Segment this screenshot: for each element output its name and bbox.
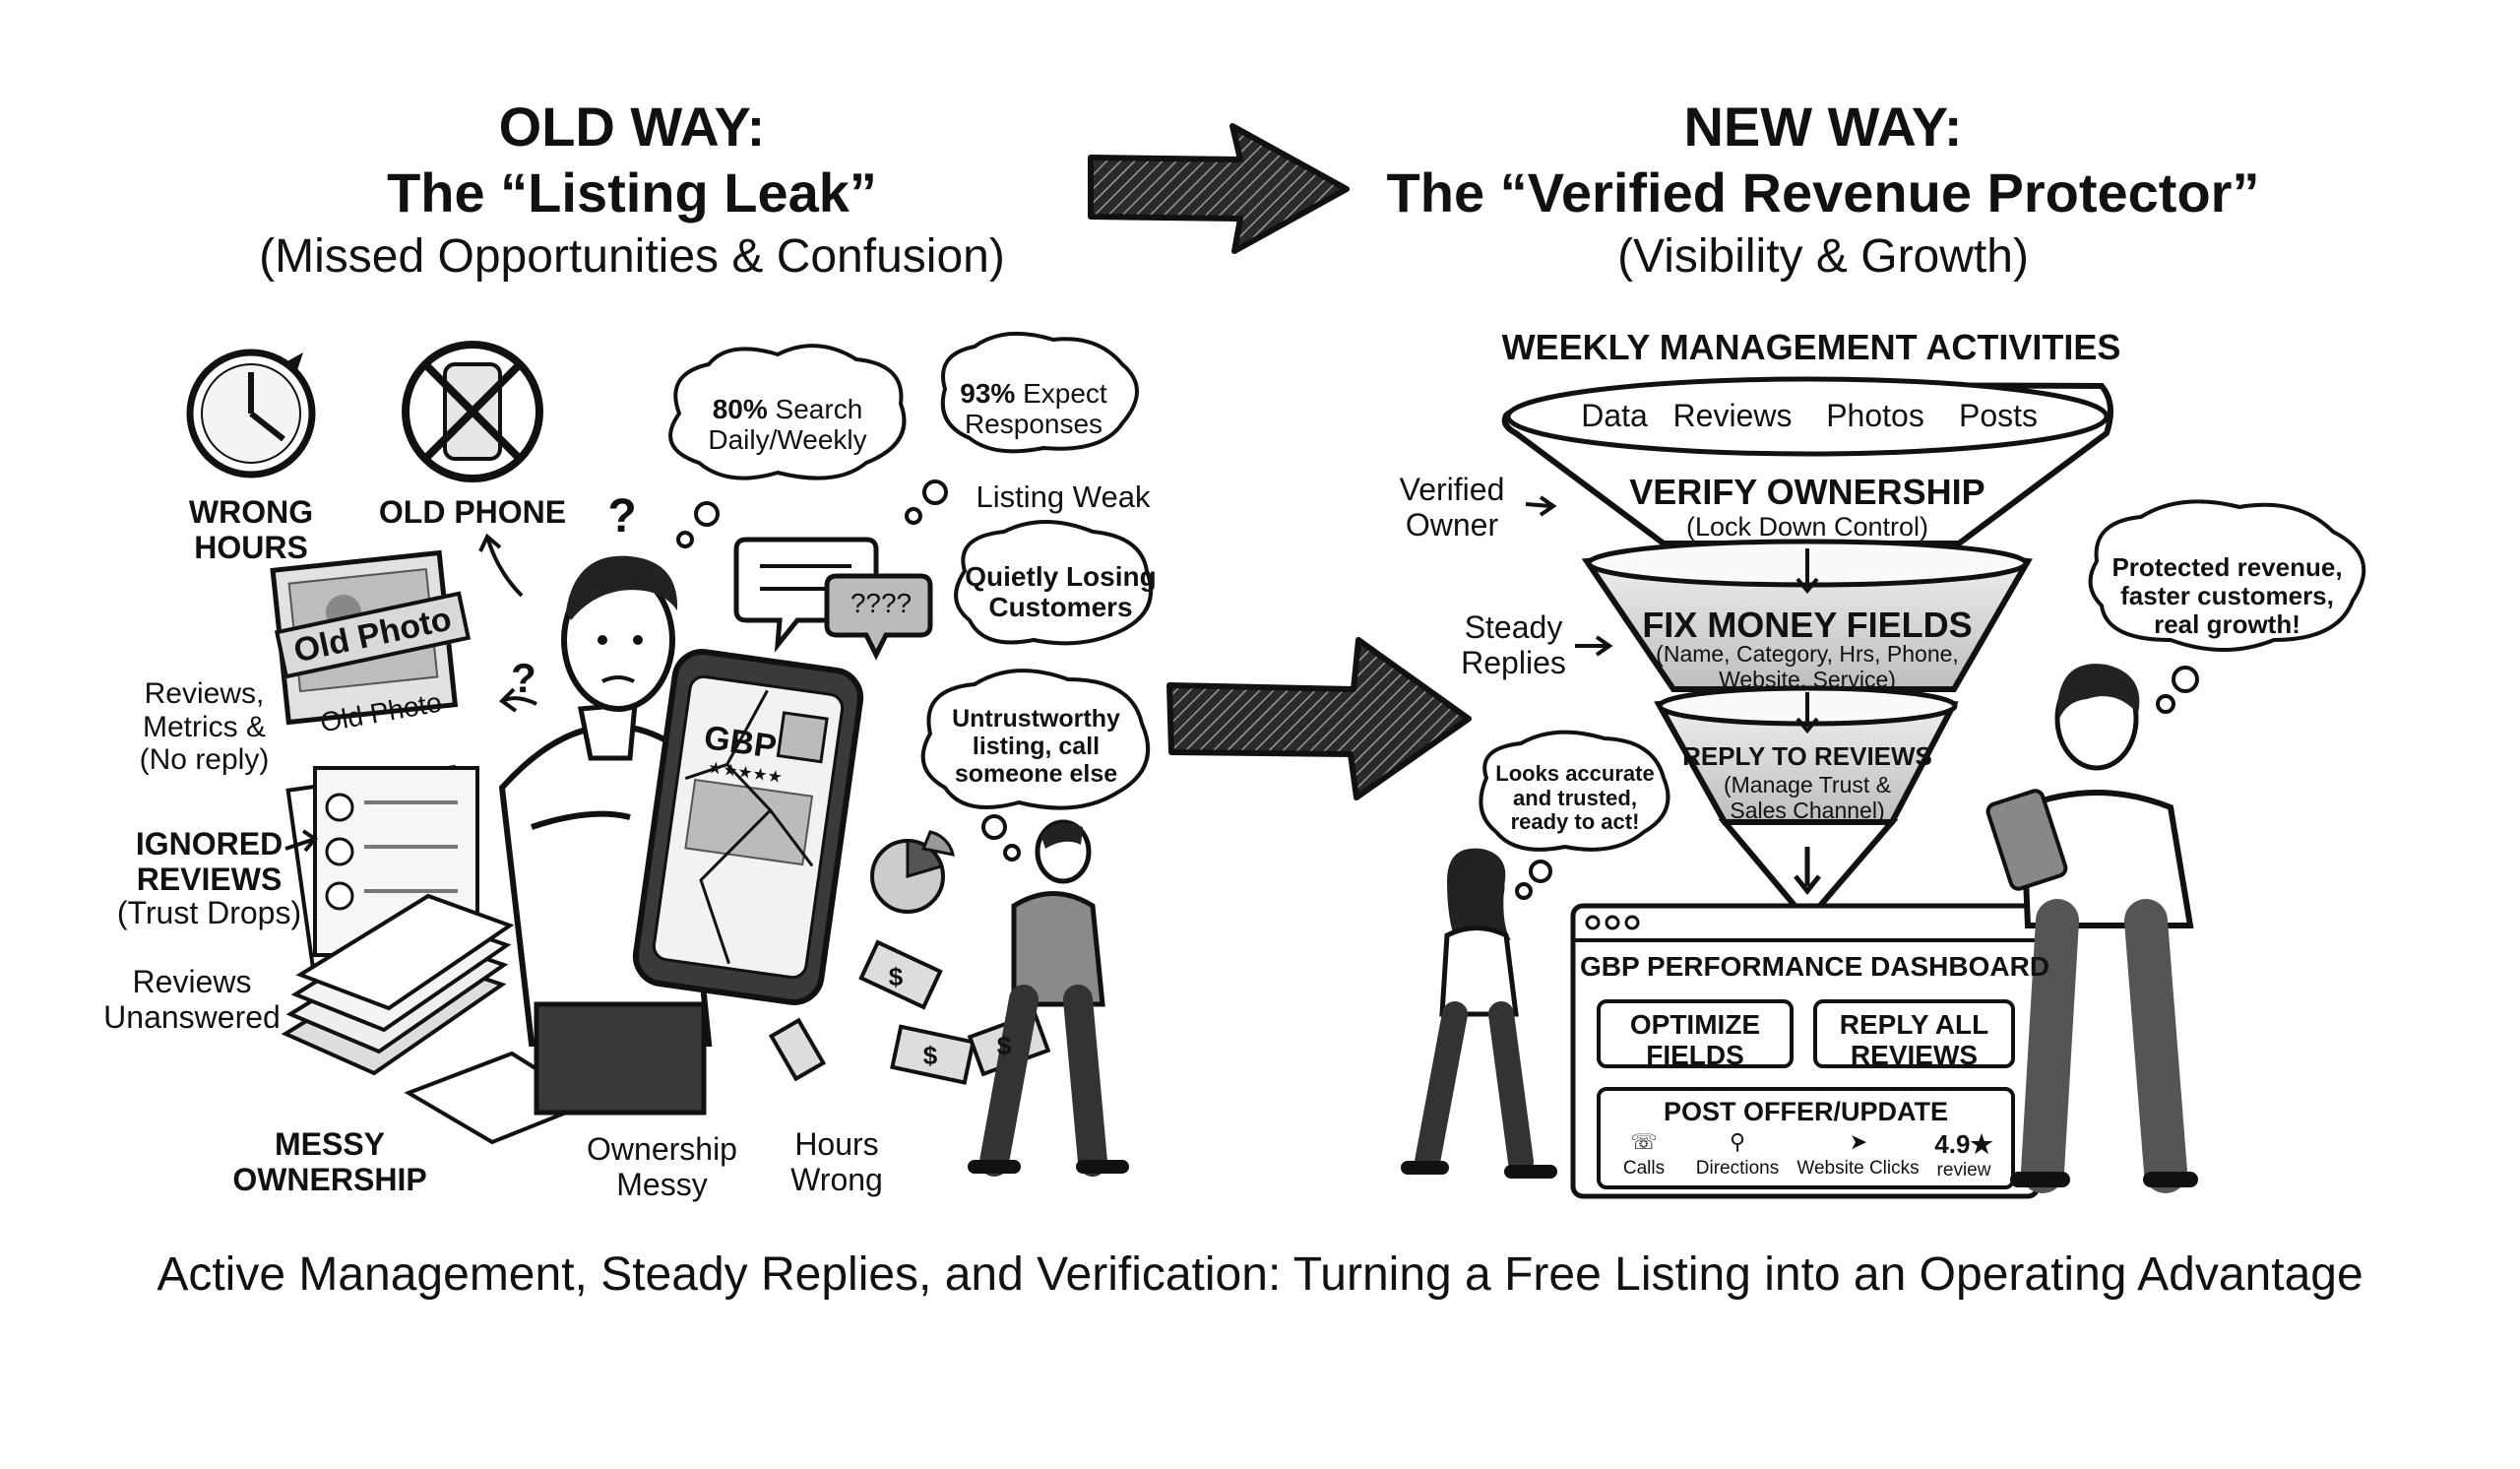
right-title-line2: The “Verified Revenue Protector”: [1386, 161, 2260, 224]
looks-accurate-bubble-text: Looks accurate and trusted, ready to act…: [1495, 761, 1655, 835]
dollar-sign-icon-2: $: [922, 1041, 938, 1070]
post-offer-button-label: POST OFFER/UPDATE: [1663, 1097, 1948, 1126]
stage1-subtitle: (Lock Down Control): [1685, 512, 1929, 542]
dollar-sign-icon: $: [888, 962, 904, 991]
right-title-line1: NEW WAY:: [1683, 96, 1963, 158]
leaving-customer-figure: [968, 819, 1129, 1177]
happy-customer-figure: [1401, 848, 1557, 1179]
old-phone-icon: [402, 341, 543, 482]
reply-all-reviews-button[interactable]: REPLY ALL REVIEWS: [1813, 999, 2015, 1070]
chat-question-text: ????: [850, 588, 913, 618]
dashboard-title: GBP PERFORMANCE DASHBOARD: [1580, 951, 2050, 982]
cursor-click-icon: ➤: [1849, 1129, 1868, 1154]
bubble-search-percent: 80%: [712, 394, 768, 424]
steady-replies-label: Steady Replies: [1461, 609, 1566, 680]
quietly-losing-bubble-text: Quietly Losing Customers: [965, 561, 1157, 623]
pie-chart-icon: [870, 830, 955, 914]
weekly-activities-heading: WEEKLY MANAGEMENT ACTIVITIES: [1501, 327, 2121, 367]
manager-with-tablet-figure: [1985, 664, 2198, 1193]
funnel-diagram: [1501, 376, 2113, 926]
metric-directions: Directions: [1695, 1158, 1780, 1179]
bubble-search-text: Search: [767, 394, 863, 424]
left-subtitle: (Missed Opportunities & Confusion): [259, 230, 1005, 283]
hours-wrong-label: Hours Wrong: [790, 1126, 883, 1197]
untrustworthy-bubble-text: Untrustworthy listing, call someone else: [952, 705, 1120, 788]
reviews-metrics-label: Reviews, Metrics & (No reply): [139, 677, 270, 777]
question-mark-icon-2: ?: [511, 655, 536, 701]
bubble-expect-text: Expect: [1015, 378, 1107, 409]
map-pin-icon: ⚲: [1729, 1129, 1746, 1154]
protected-revenue-bubble-text: Protected revenue, faster customers, rea…: [2111, 552, 2343, 640]
bubble-expect-percent: 93%: [960, 378, 1016, 409]
verified-owner-label: Verified Owner: [1399, 472, 1505, 543]
pointer-arrows-right: [1525, 495, 1613, 657]
ownership-messy-label: Ownership Messy: [587, 1131, 737, 1202]
metric-calls: Calls: [1622, 1158, 1666, 1179]
dollar-sign-icon-3: $: [996, 1031, 1012, 1060]
question-mark-icon: ?: [607, 490, 637, 543]
stage3-subtitle: (Manage Trust & Sales Channel): [1723, 772, 1892, 823]
thought-bubble-shapes-left: [668, 331, 1153, 862]
wrong-hours-label: WRONG HOURS: [188, 494, 314, 565]
phone-icon: ☏: [1630, 1129, 1658, 1154]
metric-website-clicks: Website Clicks: [1796, 1158, 1920, 1179]
arrow-right-icon: [1088, 123, 1350, 254]
ignored-reviews-cards: [285, 764, 482, 979]
messy-ownership-label: MESSY OWNERSHIP: [232, 1126, 427, 1197]
bubble-search-line2: Daily/Weekly: [708, 424, 867, 456]
arrow-right-icon: [1166, 637, 1472, 800]
smartphone-cracked: [632, 649, 864, 1005]
activity-data: Data: [1581, 398, 1648, 433]
stage2-title: FIX MONEY FIELDS: [1642, 605, 1973, 645]
rating-label: review: [1936, 1160, 1991, 1181]
listing-weak-label: Listing Weak: [976, 479, 1151, 514]
bubble-expect-line2: Responses: [964, 409, 1103, 440]
activity-posts: Posts: [1958, 398, 2039, 433]
footer-caption: Active Management, Steady Replies, and V…: [157, 1248, 2363, 1301]
old-phone-label: OLD PHONE: [378, 494, 567, 530]
trust-drops-label: (Trust Drops): [116, 895, 302, 930]
clock-icon: [186, 349, 316, 479]
post-offer-panel[interactable]: POST OFFER/UPDATE: [1597, 1087, 2015, 1189]
chat-bubble-icon: [733, 537, 933, 661]
ignored-reviews-label: IGNORED REVIEWS: [135, 826, 284, 897]
pointer-arrows-left: [284, 533, 537, 853]
right-subtitle: (Visibility & Growth): [1617, 230, 2029, 283]
rating-value: 4.9★: [1934, 1129, 1993, 1159]
activity-photos: Photos: [1826, 398, 1924, 433]
stage3-title: REPLY TO REVIEWS: [1682, 741, 1932, 771]
stage1-title: VERIFY OWNERSHIP: [1629, 472, 1985, 512]
stage2-subtitle: (Name, Category, Hrs, Phone, Website, Se…: [1656, 641, 1959, 692]
activity-reviews: Reviews: [1672, 398, 1793, 433]
dashboard-window: [1570, 903, 2041, 1199]
reviews-unanswered-label: Reviews Unanswered: [103, 964, 281, 1035]
thought-bubble-shapes-right: [1479, 499, 2366, 900]
optimize-fields-button[interactable]: OPTIMIZE FIELDS: [1597, 999, 1794, 1070]
left-title-line2: The “Listing Leak”: [387, 161, 877, 224]
left-title-line1: OLD WAY:: [498, 96, 766, 158]
